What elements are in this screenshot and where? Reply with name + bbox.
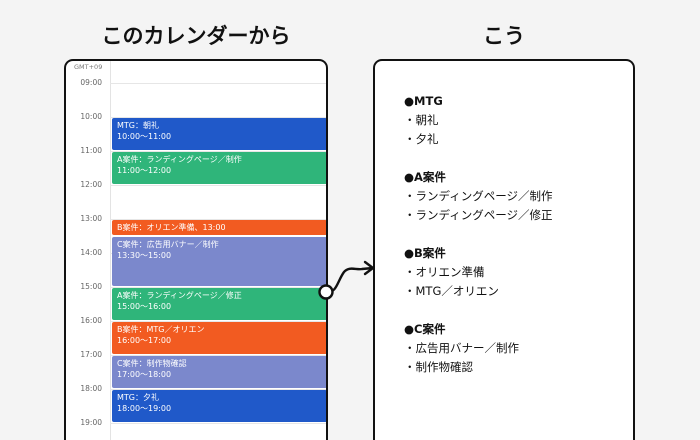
hour-gridline xyxy=(110,423,326,424)
note-group: ●C案件・広告用バナー／制作・制作物確認 xyxy=(404,320,552,377)
time-label: 11:00 xyxy=(80,146,102,155)
hour-gridline xyxy=(110,185,326,186)
time-label: 17:00 xyxy=(80,350,102,359)
note-group-title: ●A案件 xyxy=(404,170,446,184)
time-label: 12:00 xyxy=(80,180,102,189)
hour-gridline xyxy=(110,321,326,322)
note-group: ●MTG ・朝礼・夕礼 xyxy=(404,92,552,149)
notes-panel: ●MTG ・朝礼・夕礼 ●A案件・ランディングページ／制作・ランディングページ／修正… xyxy=(373,59,635,440)
hour-gridline xyxy=(110,355,326,356)
note-item: ・MTG／オリエン xyxy=(404,284,499,298)
note-item: ・ランディングページ／制作 xyxy=(404,189,553,203)
note-item: ・制作物確認 xyxy=(404,360,473,374)
event-title: B案件：MTG／オリエン xyxy=(117,325,205,334)
time-label: 15:00 xyxy=(80,282,102,291)
event-time: 11:00〜12:00 xyxy=(117,165,172,175)
heading-before: このカレンダーから xyxy=(101,24,291,48)
calendar-event[interactable]: B案件：オリエン準備、13:00 xyxy=(112,220,326,235)
time-label: 18:00 xyxy=(80,384,102,393)
hour-gridline xyxy=(110,83,326,84)
event-time: 15:00〜16:00 xyxy=(117,301,172,311)
note-group: ●B案件・オリエン準備・MTG／オリエン xyxy=(404,244,552,301)
note-item: ・朝礼 xyxy=(404,113,439,127)
hour-gridline xyxy=(110,389,326,390)
time-label: 19:00 xyxy=(80,418,102,427)
timezone-label: GMT+09 xyxy=(74,63,103,71)
event-title: C案件：制作物確認 xyxy=(117,359,187,368)
event-time: 18:00〜19:00 xyxy=(117,403,172,413)
event-time: 16:00〜17:00 xyxy=(117,335,172,345)
event-title: A案件：ランディングページ／修正 xyxy=(117,291,242,300)
event-title: MTG：夕礼 xyxy=(117,393,159,402)
note-item: ・広告用バナー／制作 xyxy=(404,341,519,355)
calendar-panel: GMT+09 09:00 10:00 11:00 12:00 13:00 14:00 15:… xyxy=(64,59,328,440)
note-item: ・夕礼 xyxy=(404,132,439,146)
hour-gridline xyxy=(110,219,326,220)
note-group-title: ●C案件 xyxy=(404,322,446,336)
event-title: C案件：広告用バナー／制作 xyxy=(117,240,219,249)
time-gutter-divider xyxy=(110,61,111,440)
hour-gridline xyxy=(110,287,326,288)
arrow-origin-dot xyxy=(318,284,334,300)
note-item: ・オリエン準備 xyxy=(404,265,485,279)
note-group-title: ●MTG xyxy=(404,94,443,108)
time-label: 09:00 xyxy=(80,78,102,87)
event-time: 17:00〜18:00 xyxy=(117,369,172,379)
note-item: ・ランディングページ／修正 xyxy=(404,208,553,222)
arrow-icon xyxy=(318,260,375,300)
notes-list: ●MTG ・朝礼・夕礼 ●A案件・ランディングページ／制作・ランディングページ／修正… xyxy=(404,92,552,396)
time-label: 16:00 xyxy=(80,316,102,325)
hour-gridline xyxy=(110,117,326,118)
heading-after: こう xyxy=(483,24,525,48)
event-title: MTG：朝礼 xyxy=(117,121,159,130)
event-title: A案件：ランディングページ／制作 xyxy=(117,155,242,164)
event-time: 13:30〜15:00 xyxy=(117,250,172,260)
time-label: 10:00 xyxy=(80,112,102,121)
note-group: ●A案件・ランディングページ／制作・ランディングページ／修正 xyxy=(404,168,552,225)
hour-gridline xyxy=(110,151,326,152)
time-label: 13:00 xyxy=(80,214,102,223)
time-label: 14:00 xyxy=(80,248,102,257)
note-group-title: ●B案件 xyxy=(404,246,446,260)
event-time: 10:00〜11:00 xyxy=(117,131,172,141)
event-title: B案件：オリエン準備、13:00 xyxy=(117,223,226,232)
